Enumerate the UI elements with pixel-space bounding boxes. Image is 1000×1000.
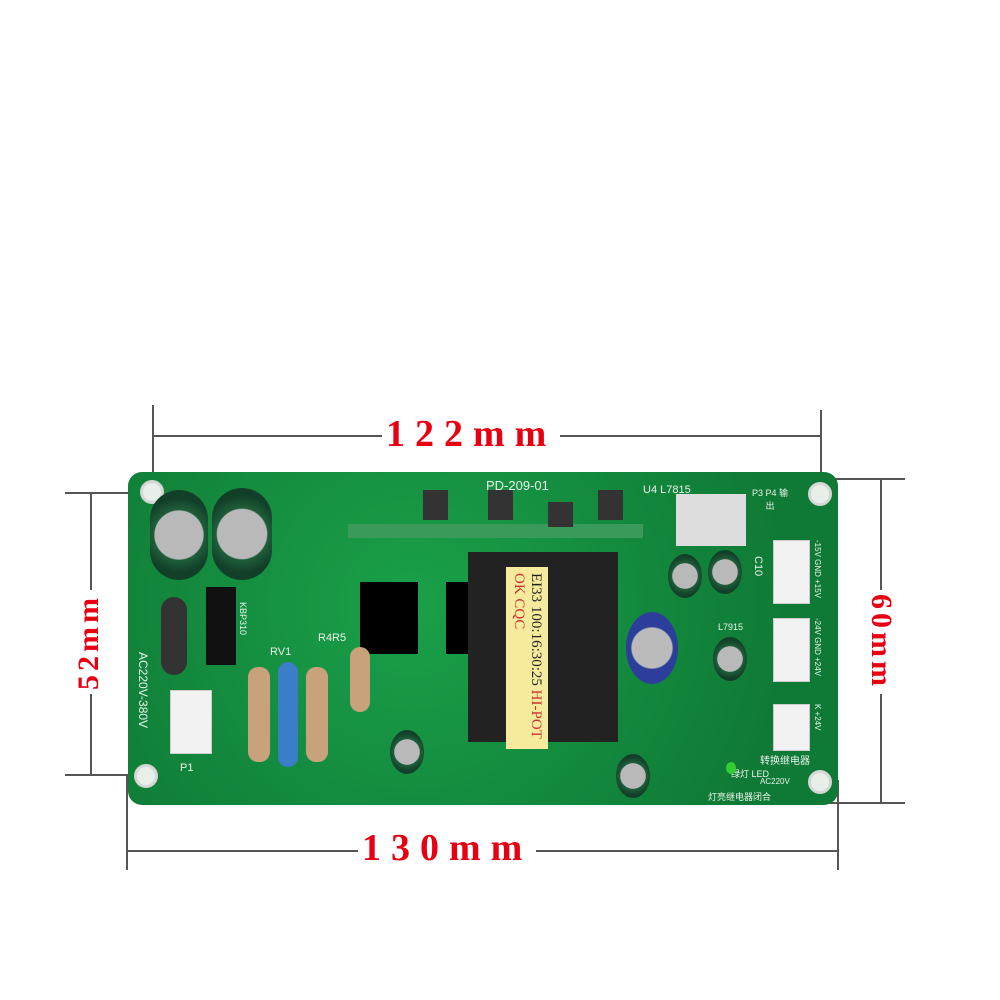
- dim-tick: [815, 478, 905, 480]
- relay-closed-label: 灯亮继电器闭合: [708, 792, 772, 802]
- varistor: [278, 662, 298, 767]
- r4r5-label: R4R5: [318, 632, 347, 644]
- dim-tick: [65, 774, 155, 776]
- led: [726, 762, 736, 774]
- mount-hole: [134, 764, 158, 788]
- connector-p2: [773, 704, 810, 751]
- p4-pins: -15V GND +15V: [813, 540, 822, 599]
- resistor: [306, 667, 328, 762]
- regulator-u3-label: L7915: [718, 622, 744, 632]
- capacitor-c4: [390, 730, 424, 774]
- capacitor-c8: [713, 637, 747, 681]
- capacitor-u2: [616, 754, 650, 798]
- ic: [488, 490, 513, 520]
- ac-label: AC220V: [760, 777, 790, 786]
- ic: [548, 502, 573, 527]
- dim-top-label: 122mm: [382, 412, 561, 456]
- capacitor-c7: [626, 612, 678, 684]
- dim-left-label: 52mm: [72, 590, 106, 694]
- output-label: P3 P4 输出: [751, 488, 789, 511]
- dim-right-label: 60mm: [864, 590, 898, 694]
- rv1-label: RV1: [270, 646, 292, 658]
- c10-label: C10: [752, 556, 764, 577]
- connector-p3: [773, 618, 810, 682]
- dim-tick: [65, 492, 155, 494]
- connector-p4: [773, 540, 810, 604]
- resistor: [248, 667, 270, 762]
- relay-label: 转换继电器: [760, 756, 810, 767]
- p1-label: P1: [180, 762, 194, 774]
- led-label: 绿灯 LED: [731, 769, 770, 779]
- p3-pins: -24V GND +24V: [813, 618, 822, 677]
- thermistor: [161, 597, 187, 675]
- input-label: AC220V-380V: [136, 652, 150, 729]
- dim-tick: [126, 775, 128, 870]
- capacitor-c1: [150, 490, 208, 580]
- heatsink: [676, 494, 746, 546]
- pcb-board: PD-209-01 U4 L7815 P3 P4 输出 EI33 100:16:…: [128, 472, 838, 805]
- model-label: PD-209-01: [486, 478, 549, 493]
- dim-bottom-label: 130mm: [358, 826, 537, 870]
- p2-pins: K +24V: [813, 704, 822, 731]
- mount-hole: [140, 480, 164, 504]
- mount-hole: [808, 770, 832, 794]
- capacitor-c9: [668, 554, 702, 598]
- dim-tick: [152, 405, 154, 490]
- redacted-block: [360, 582, 418, 654]
- bridge-rectifier: [206, 587, 236, 665]
- regulator-u4-label: U4 L7815: [643, 484, 691, 496]
- resistor: [350, 647, 370, 712]
- dim-tick: [815, 802, 905, 804]
- capacitor-c10: [708, 550, 742, 594]
- mount-hole: [808, 482, 832, 506]
- capacitor-c2: [212, 488, 272, 580]
- daughter-board: [348, 524, 643, 538]
- ic: [423, 490, 448, 520]
- transformer-label: EI33 100:16:30:25 HI-POT OK CQC: [506, 567, 548, 749]
- dim-tick: [837, 780, 839, 870]
- dim-tick: [820, 410, 822, 495]
- bridge-label: KBP310: [238, 602, 248, 636]
- connector-p1: [170, 690, 212, 754]
- ic: [598, 490, 623, 520]
